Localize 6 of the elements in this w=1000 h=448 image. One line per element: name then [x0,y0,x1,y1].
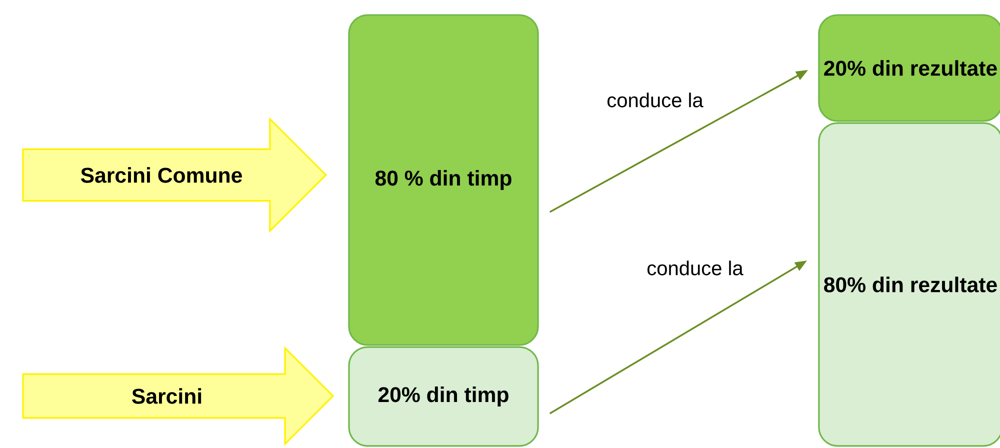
rounded-box: 20% din rezultate [818,14,1000,122]
rounded-box: 80% din rezultate [818,122,1000,447]
rounded-box: 80 % din timp [348,14,539,346]
edge-label: conduce la [645,259,745,277]
edge-label: conduce la [605,91,705,109]
rounded-box: 20% din timp [348,346,539,447]
